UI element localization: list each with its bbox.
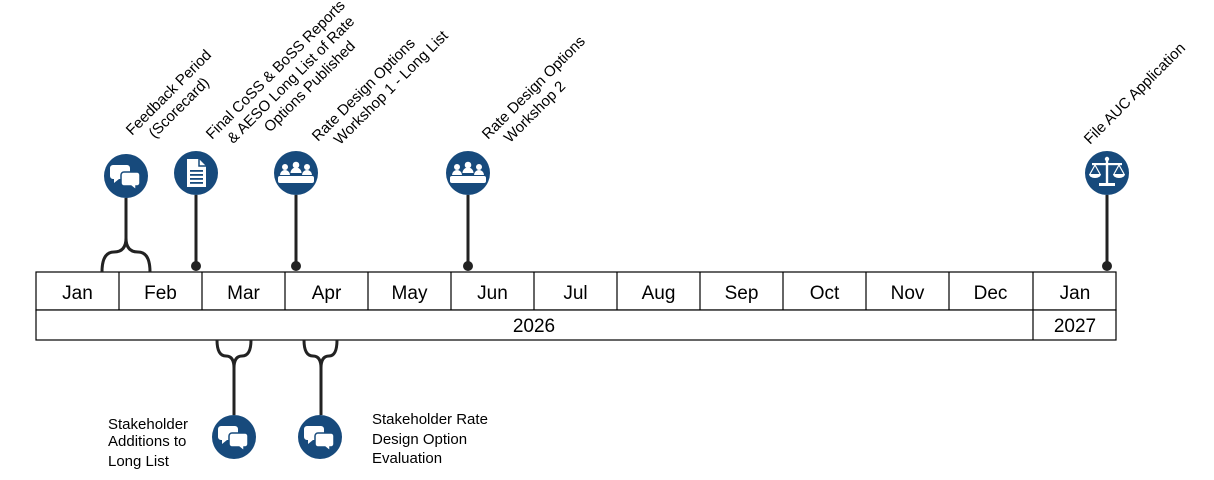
month-label: Oct (810, 283, 840, 304)
month-label: Sep (725, 283, 759, 304)
month-row (35, 271, 1117, 311)
month-label: Nov (891, 283, 925, 304)
bracket-connector (100, 237, 152, 273)
event-label: Final CoSS & BoSS Reports & AESO Long Li… (203, 0, 377, 168)
year-row (35, 309, 1117, 341)
month-label: Aug (642, 283, 676, 304)
meeting-group-icon (450, 161, 486, 183)
label-line: Design Option (372, 431, 467, 448)
document-icon (186, 158, 207, 188)
connector-dot (463, 261, 473, 271)
label-line: Rate Design Options (479, 33, 589, 143)
connector-dot (1102, 261, 1112, 271)
month-label: Jan (1060, 283, 1091, 304)
event-stakeholder-additions: Stakeholder Additions to Long List (108, 339, 256, 470)
label-line: Evaluation (372, 450, 442, 467)
event-label: File AUC Application (1081, 40, 1189, 148)
bracket-connector (302, 339, 339, 369)
event-file-auc-application: File AUC Application (1081, 40, 1189, 271)
month-label: Dec (974, 283, 1008, 304)
meeting-group-icon (278, 161, 314, 183)
month-label: May (392, 283, 428, 304)
event-label: Rate Design Options Workshop 2 (479, 30, 605, 156)
event-workshop-2: Rate Design Options Workshop 2 (446, 30, 605, 271)
year-label: 2027 (1054, 316, 1096, 337)
month-label: Feb (144, 283, 177, 304)
month-label: Mar (227, 283, 260, 304)
event-stakeholder-evaluation: Stakeholder Rate Design Option Evaluatio… (298, 339, 492, 467)
month-dividers (118, 272, 1034, 310)
month-label: Apr (312, 283, 342, 304)
bracket-connector (215, 339, 253, 369)
label-line: File AUC Application (1081, 40, 1189, 148)
label-line: Stakeholder Rate (372, 411, 488, 428)
connector-dot (191, 261, 201, 271)
label-line: Additions to (108, 433, 186, 450)
month-label: Jun (477, 283, 508, 304)
label-line: Long List (108, 453, 170, 470)
event-label: Stakeholder Additions to Long List (108, 416, 192, 470)
month-label: Jan (62, 283, 93, 304)
timeline-table: Jan Feb Mar Apr May Jun Jul Aug Sep Oct … (35, 271, 1117, 341)
year-label: 2026 (513, 316, 555, 337)
label-line: Stakeholder (108, 416, 188, 433)
month-label: Jul (563, 283, 587, 304)
event-label: Stakeholder Rate Design Option Evaluatio… (372, 411, 492, 467)
connector-dot (291, 261, 301, 271)
